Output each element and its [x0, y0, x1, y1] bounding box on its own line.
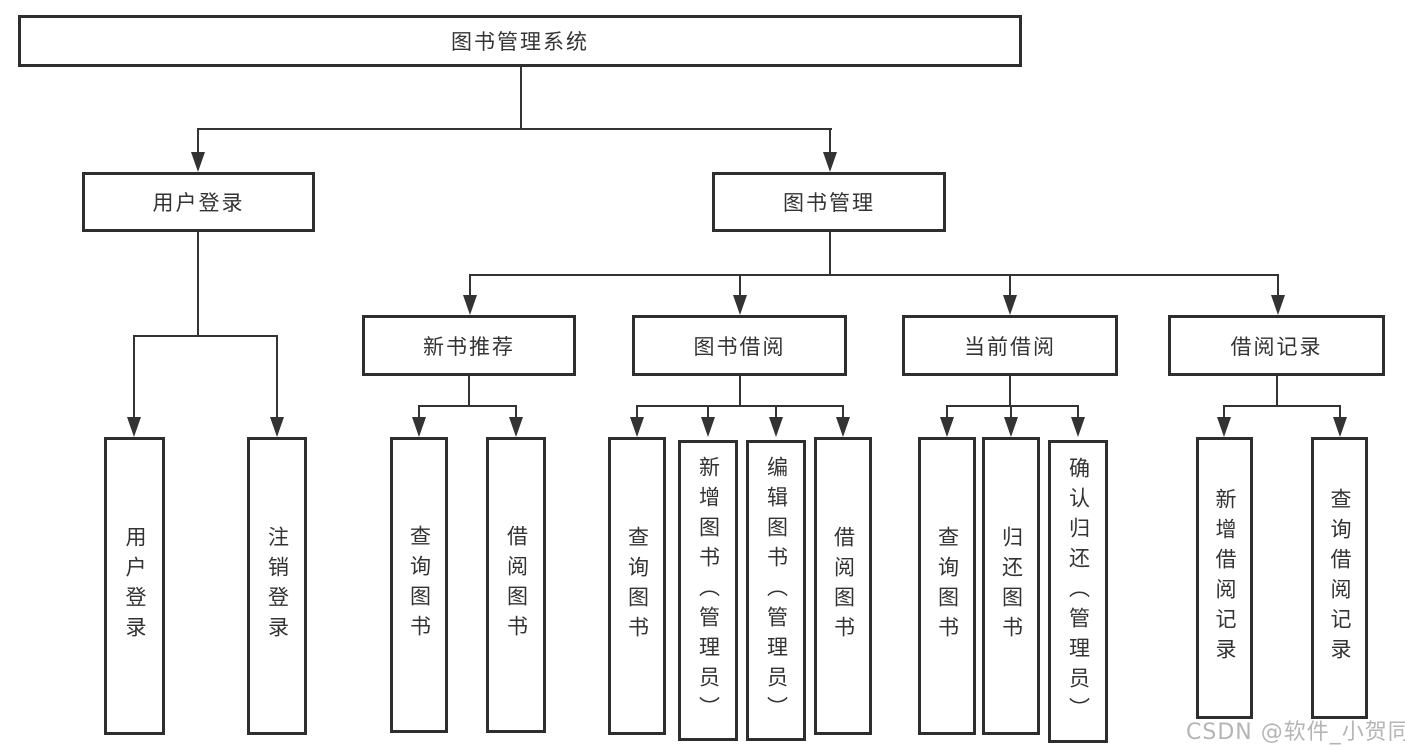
csdn-watermark: CSDN @软件_小贺同学 — [1186, 720, 1405, 745]
connector-line — [707, 405, 709, 419]
connector-line — [520, 67, 522, 129]
node-label: 归还图书 — [999, 526, 1024, 646]
arrow-down-icon — [270, 417, 284, 437]
connector-line — [739, 274, 741, 297]
node-label: 新增借阅记录 — [1213, 488, 1237, 668]
connector-line — [276, 335, 278, 419]
node-label: 当前借阅 — [964, 334, 1056, 359]
arrow-down-icon — [1071, 417, 1085, 437]
connector-line — [739, 376, 741, 407]
leaf-borrow-books-recommend: 借阅图书 — [486, 437, 546, 733]
leaf-logout: 注销登录 — [247, 437, 307, 735]
connector-line — [419, 405, 517, 407]
connector-line — [1009, 274, 1011, 297]
connector-line — [515, 405, 517, 419]
leaf-add-borrow-record: 新增借阅记录 — [1196, 437, 1253, 719]
leaf-return-books: 归还图书 — [982, 437, 1040, 735]
node-book-borrowing: 图书借阅 — [632, 315, 847, 376]
connector-line — [133, 335, 135, 419]
node-label: 确认归还（管理员） — [1066, 456, 1091, 727]
connector-line — [1339, 405, 1341, 419]
connector-line — [1277, 274, 1279, 297]
arrow-down-icon — [630, 417, 644, 437]
node-new-book-recommend: 新书推荐 — [362, 315, 576, 376]
connector-line — [829, 232, 831, 276]
connector-line — [468, 376, 470, 407]
arrow-down-icon — [836, 417, 850, 437]
node-user-login: 用户登录 — [82, 172, 315, 232]
connector-line — [946, 405, 948, 419]
connector-line — [1276, 376, 1278, 407]
leaf-query-borrow-record: 查询借阅记录 — [1311, 437, 1368, 719]
arrow-down-icon — [940, 417, 954, 437]
node-label: 借阅记录 — [1230, 334, 1323, 359]
connector-line — [133, 335, 278, 337]
arrow-down-icon — [1333, 417, 1347, 437]
leaf-edit-book-admin: 编辑图书（管理员） — [746, 440, 806, 741]
node-label: 查询图书 — [407, 525, 432, 645]
node-label: 新书推荐 — [423, 334, 515, 359]
node-root-library-system: 图书管理系统 — [18, 15, 1022, 67]
arrow-down-icon — [823, 152, 837, 172]
arrow-down-icon — [412, 417, 426, 437]
node-label: 编辑图书（管理员） — [764, 455, 789, 726]
arrow-down-icon — [733, 295, 747, 315]
connector-line — [636, 405, 638, 419]
arrow-down-icon — [463, 295, 477, 315]
leaf-user-login: 用户登录 — [104, 437, 165, 735]
arrow-down-icon — [1271, 295, 1285, 315]
connector-line — [1077, 405, 1079, 419]
arrow-down-icon — [509, 417, 523, 437]
node-current-borrowing: 当前借阅 — [902, 315, 1118, 376]
leaf-query-books-borrow: 查询图书 — [608, 437, 666, 735]
arrow-down-icon — [769, 417, 783, 437]
connector-line — [418, 405, 420, 419]
node-label: 新增图书（管理员） — [696, 455, 721, 726]
node-label: 查询图书 — [935, 526, 960, 646]
connector-line — [469, 274, 1279, 276]
connector-line — [637, 405, 843, 407]
node-label: 用户登录 — [123, 526, 147, 646]
connector-line — [197, 128, 832, 130]
connector-line — [197, 128, 199, 154]
connector-line — [947, 405, 1078, 407]
node-borrow-records: 借阅记录 — [1168, 315, 1385, 376]
connector-line — [1223, 405, 1225, 419]
connector-line — [1009, 376, 1011, 407]
node-book-management: 图书管理 — [712, 172, 946, 232]
node-label: 图书借阅 — [693, 334, 786, 359]
leaf-query-books-recommend: 查询图书 — [390, 437, 448, 733]
node-label: 查询图书 — [625, 526, 650, 646]
connector-line — [775, 405, 777, 419]
leaf-add-book-admin: 新增图书（管理员） — [678, 440, 738, 741]
arrow-down-icon — [1217, 417, 1231, 437]
connector-line — [1224, 405, 1340, 407]
connector-line — [197, 232, 199, 337]
arrow-down-icon — [191, 152, 205, 172]
leaf-borrow-books: 借阅图书 — [814, 437, 872, 735]
connector-line — [1010, 405, 1012, 419]
connector-line — [829, 128, 831, 154]
connector-line — [842, 405, 844, 419]
node-label: 查询借阅记录 — [1328, 488, 1352, 668]
arrow-down-icon — [701, 417, 715, 437]
arrow-down-icon — [1004, 417, 1018, 437]
node-label: 图书管理系统 — [451, 30, 589, 54]
leaf-confirm-return-admin: 确认归还（管理员） — [1048, 440, 1108, 743]
arrow-down-icon — [127, 417, 141, 437]
node-label: 借阅图书 — [831, 526, 856, 646]
node-label: 注销登录 — [265, 526, 290, 646]
connector-line — [469, 274, 471, 297]
node-label: 用户登录 — [152, 191, 245, 215]
arrow-down-icon — [1003, 295, 1017, 315]
node-label: 借阅图书 — [504, 525, 529, 645]
leaf-query-books-current: 查询图书 — [918, 437, 976, 735]
node-label: 图书管理 — [783, 191, 875, 215]
